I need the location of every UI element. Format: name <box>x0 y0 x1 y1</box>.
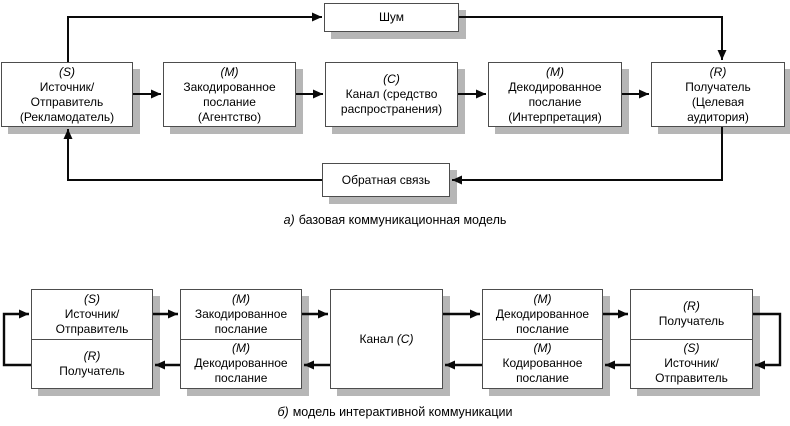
box-text: Закодированное послание (Агентство) <box>183 79 276 124</box>
caption-basic-model: а)базовая коммуникационная модель <box>0 213 790 228</box>
cell-source-sender: (S) Источник/ Отправитель <box>631 338 752 389</box>
channel-tag: (C) <box>396 331 414 346</box>
cell-decoded-message: (M) Декодированное послание <box>483 290 602 339</box>
channel-label-line: Канал (C) <box>360 332 414 347</box>
caption-interactive-model: б)модель интерактивной коммуникации <box>0 405 790 420</box>
box-tag: (M) <box>533 341 552 356</box>
box-text: Источник/ Отправитель (Рекламодатель) <box>19 79 115 124</box>
box-tag: (M) <box>232 291 250 306</box>
caption-text: базовая коммуникационная модель <box>298 213 507 227</box>
box-decoded-message: (M) Декодированное послание (Интерпретац… <box>488 62 622 127</box>
box-tag: (R) <box>709 64 727 79</box>
box-text: Получатель (Целевая аудитория) <box>685 79 751 124</box>
cell-encoded-message: (M) Закодированное послание <box>181 290 301 339</box>
box-tag: (R) <box>683 299 700 314</box>
box-text: Источник/ Отправитель <box>655 356 728 386</box>
box-text: Декодированное послание (Интерпретация) <box>508 79 602 124</box>
channel-label: Канал <box>359 331 397 346</box>
box-channel: (C) Канал (средство распространения) <box>325 62 458 127</box>
box-b-source-receiver-left: (S) Источник/ Отправитель (R) Получатель <box>31 289 153 389</box>
box-tag: (R) <box>83 348 101 363</box>
box-tag: (M) <box>546 64 564 79</box>
box-text: Декодированное послание <box>495 306 590 336</box>
box-tag: (S) <box>683 341 700 356</box>
box-b-messages-left: (M) Закодированное послание (M) Декодиро… <box>180 289 302 389</box>
caption-text: модель интерактивной коммуникации <box>292 405 513 419</box>
box-receiver: (R) Получатель (Целевая аудитория) <box>651 62 785 127</box>
cell-receiver: (R) Получатель <box>32 338 152 389</box>
noise-label: Шум <box>378 10 405 24</box>
box-text: Получатель <box>59 363 125 378</box>
box-tag: (S) <box>84 291 100 306</box>
caption-letter: б) <box>277 405 289 419</box>
box-tag: (M) <box>533 291 552 306</box>
box-b-messages-right: (M) Декодированное послание (M) Кодирова… <box>482 289 603 389</box>
box-text: Закодированное послание <box>194 306 288 336</box>
cell-decoded-message: (M) Декодированное послание <box>181 338 301 389</box>
box-noise: Шум <box>324 3 459 32</box>
caption-letter: а) <box>283 213 295 227</box>
box-tag: (C) <box>383 72 400 86</box>
box-text: Декодированное послание <box>194 356 288 386</box>
box-source-sender: (S) Источник/ Отправитель (Рекламодатель… <box>1 62 133 127</box>
arrow-receiver-to-feedback <box>452 127 723 185</box>
cell-source-sender: (S) Источник/ Отправитель <box>32 290 152 339</box>
box-tag: (M) <box>232 341 250 356</box>
box-b-channel: Канал (C) <box>330 289 443 389</box>
box-tag: (M) <box>220 64 239 79</box>
box-text: Источник/ Отправитель <box>55 306 129 336</box>
arrow-feedback-to-source <box>63 129 322 181</box>
arrow-source-to-noise <box>67 12 322 62</box>
cell-coded-message: (M) Кодированное послание <box>483 338 602 389</box>
box-encoded-message: (M) Закодированное послание (Агентство) <box>163 62 296 127</box>
cell-receiver: (R) Получатель <box>631 290 752 339</box>
box-text: Канал (средство распространения) <box>340 87 443 116</box>
feedback-label: Обратная связь <box>341 172 431 187</box>
box-b-receiver-source-right: (R) Получатель (S) Источник/ Отправитель <box>630 289 753 389</box>
box-text: Получатель <box>658 314 725 329</box>
arrow-noise-to-receiver <box>459 16 727 60</box>
box-text: Кодированное послание <box>502 356 583 386</box>
arrow-b-loop-left <box>2 309 31 367</box>
box-feedback: Обратная связь <box>322 163 450 197</box>
arrow-b-loop-right <box>753 312 782 370</box>
box-tag: (S) <box>59 64 75 79</box>
